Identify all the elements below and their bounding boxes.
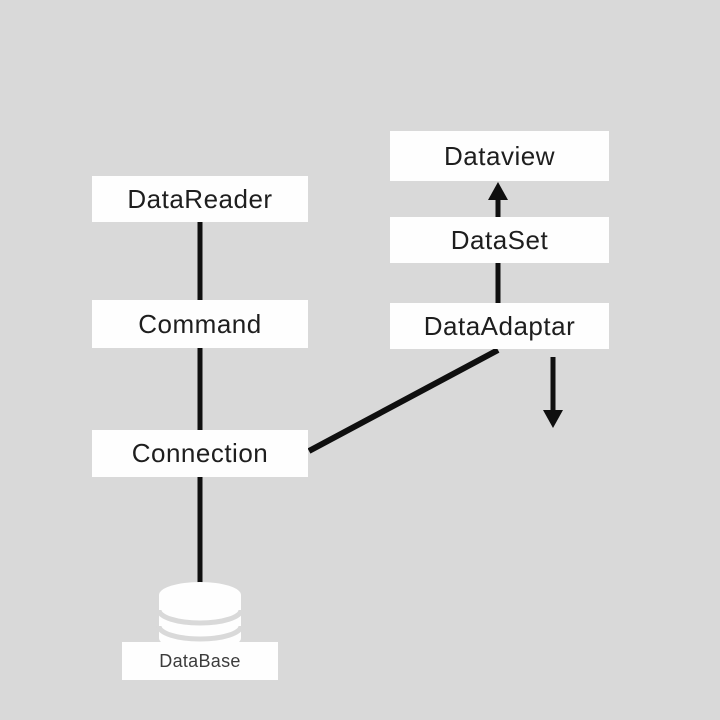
node-dataset: DataSet <box>390 217 609 263</box>
node-command: Command <box>92 300 308 348</box>
arrow-up-head-icon <box>488 182 508 200</box>
node-dataadaptar-label: DataAdaptar <box>423 310 576 341</box>
node-connection: Connection <box>92 430 308 477</box>
edge-dataadaptar-down-arrow <box>543 357 563 428</box>
node-database-label: DataBase <box>159 650 241 671</box>
database-icon <box>156 582 244 651</box>
edge-dataadaptar-connection-line <box>307 347 500 454</box>
node-dataadaptar: DataAdaptar <box>390 303 609 349</box>
node-dataset-label: DataSet <box>450 224 549 255</box>
node-dataview-label: Dataview <box>444 140 555 171</box>
node-command-label: Command <box>138 308 262 339</box>
node-datareader: DataReader <box>92 176 308 222</box>
arrow-down-head-icon <box>543 410 563 428</box>
edge-dataset-dataview-arrow <box>488 182 508 218</box>
node-dataview: Dataview <box>390 131 609 181</box>
node-datareader-label: DataReader <box>127 183 273 214</box>
node-database: DataBase <box>122 642 278 680</box>
node-connection-label: Connection <box>131 438 269 468</box>
